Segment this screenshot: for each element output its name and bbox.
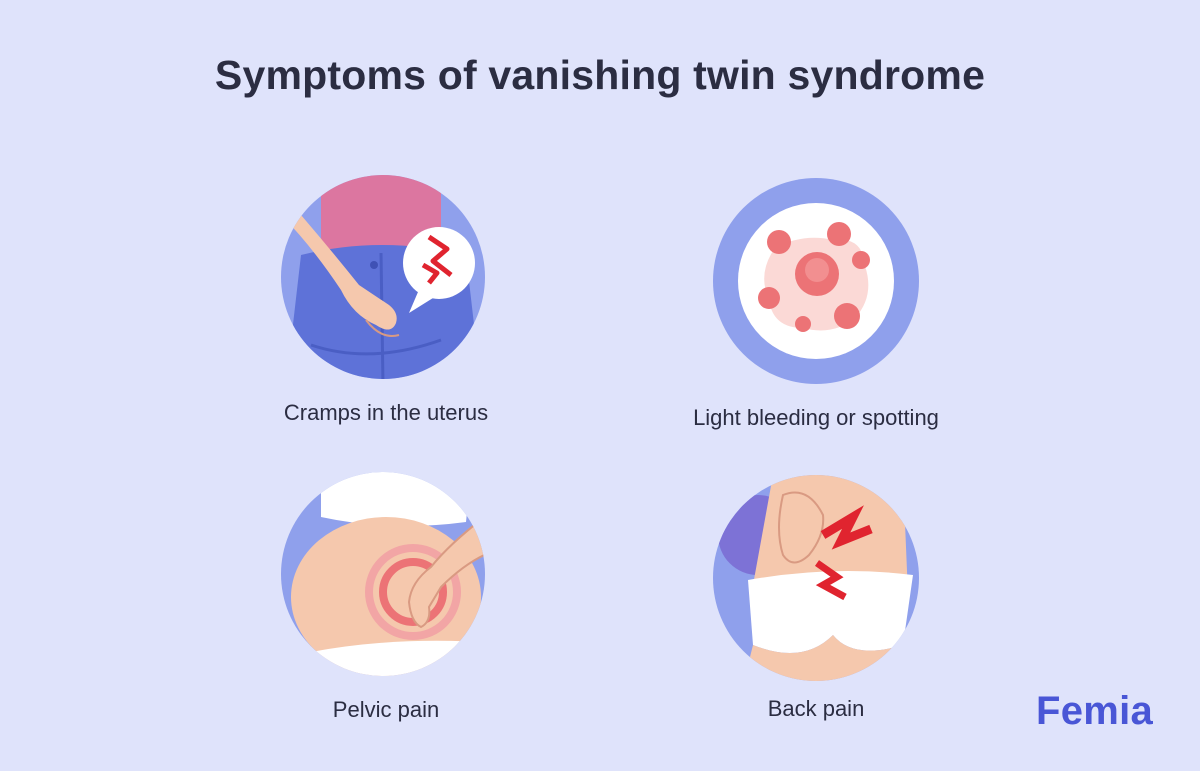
symptom-pelvic-pain: Pelvic pain <box>226 472 546 724</box>
symptom-label: Light bleeding or spotting <box>693 405 939 430</box>
symptom-bleeding: Light bleeding or spotting <box>656 178 976 432</box>
symptom-label: Pelvic pain <box>332 697 440 722</box>
pelvic-pain-icon <box>281 472 485 676</box>
symptom-back-pain: Back pain <box>656 475 976 723</box>
symptom-label: Back pain <box>767 696 865 721</box>
brand-logo: Femia <box>1036 689 1154 733</box>
blood-spots-icon <box>713 178 919 384</box>
back-pain-icon <box>713 475 919 681</box>
abdominal-cramp-icon <box>281 175 485 379</box>
page-title: Symptoms of vanishing twin syndrome <box>214 52 986 98</box>
symptom-cramps: Cramps in the uterus <box>226 175 546 427</box>
symptom-label: Cramps in the uterus <box>283 400 489 425</box>
